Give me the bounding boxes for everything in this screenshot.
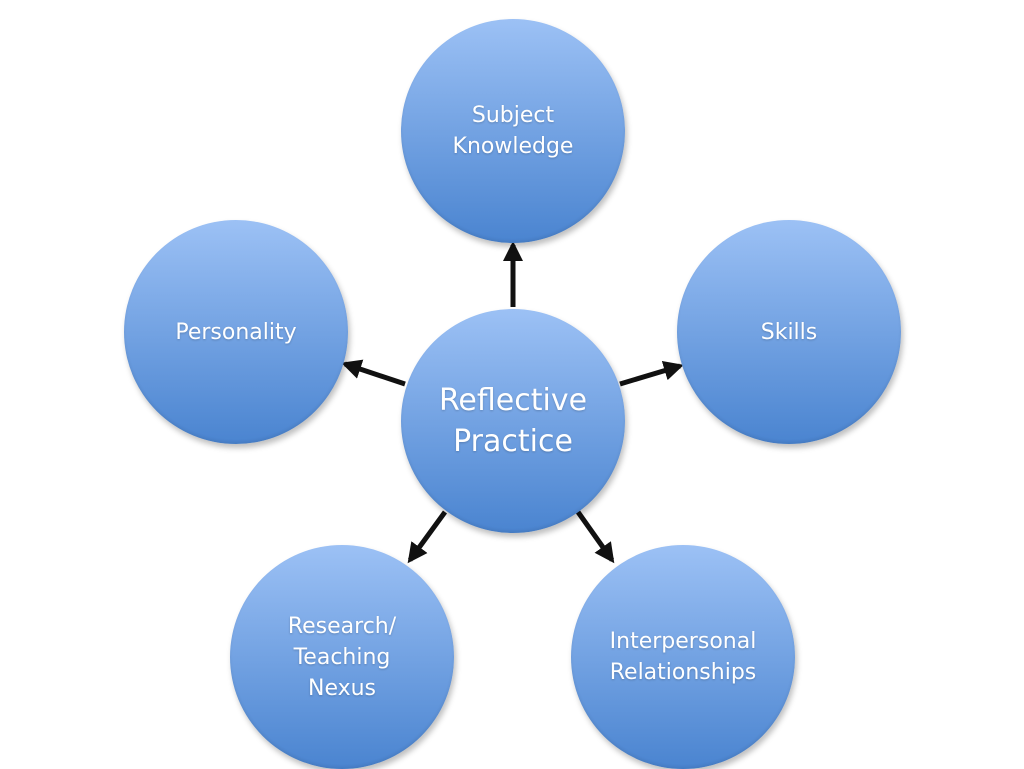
node-label-line: Research/ bbox=[287, 613, 397, 639]
node-label-line: Interpersonal bbox=[609, 629, 757, 654]
node-label-line: Relationships bbox=[609, 660, 757, 685]
arrow-to-interpersonal bbox=[575, 510, 615, 564]
node-skills: Skills bbox=[677, 220, 901, 444]
arrow-to-skills bbox=[619, 361, 684, 387]
arrow-to-personality bbox=[341, 359, 406, 387]
center-label-line: Reflective bbox=[438, 383, 588, 418]
node-label-line: Teaching bbox=[293, 644, 391, 670]
node-label-line: Knowledge bbox=[452, 134, 574, 159]
node-interpersonal-relationships: Interpersonal Relationships bbox=[571, 545, 795, 769]
node-label-line: Nexus bbox=[307, 675, 377, 701]
node-subject-knowledge: Subject Knowledge bbox=[401, 19, 625, 243]
node-label-line: Skills bbox=[760, 319, 818, 345]
arrow-to-research bbox=[407, 510, 448, 564]
node-label-line: Personality bbox=[175, 319, 297, 345]
node-label-line: Subject bbox=[471, 103, 555, 128]
node-personality: Personality bbox=[124, 220, 348, 444]
center-label-line: Practice bbox=[453, 424, 573, 459]
node-research-teaching-nexus: Research/ Teaching Nexus bbox=[230, 545, 454, 769]
node-reflective-practice: Reflective Practice bbox=[401, 309, 625, 533]
